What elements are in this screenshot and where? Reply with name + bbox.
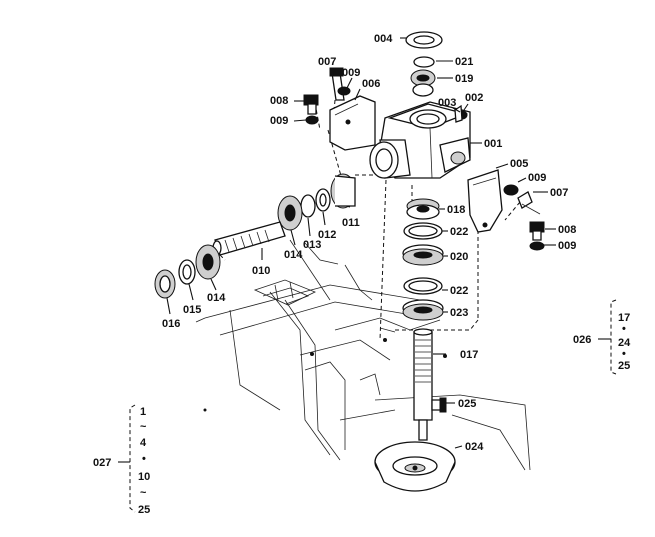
washer-009d	[529, 241, 545, 251]
label-017: 017	[460, 349, 478, 361]
bearing-019	[410, 69, 436, 97]
bracket-group-026: 17 • 24 • 25	[598, 299, 631, 375]
bolt-008b	[529, 221, 545, 241]
label-026: 026	[573, 334, 591, 346]
label-003: 003	[438, 97, 456, 109]
bracket-026-item: 17	[618, 312, 630, 324]
label-014-upper: 014	[284, 249, 303, 261]
bolt-007b	[517, 191, 541, 215]
bracket-006	[329, 95, 376, 151]
bearing-020	[402, 244, 444, 266]
frame-outline	[195, 239, 531, 471]
label-009-lower-right: 009	[558, 240, 576, 252]
label-011: 011	[342, 217, 360, 229]
label-022-upper: 022	[450, 226, 468, 238]
ring-015	[178, 259, 196, 285]
washer-009b	[305, 115, 319, 125]
label-013: 013	[303, 239, 321, 251]
bracket-027-item: 4	[140, 437, 147, 449]
label-002: 002	[465, 92, 483, 104]
label-007-right: 007	[550, 187, 568, 199]
gear-018	[406, 198, 440, 220]
label-004: 004	[374, 33, 393, 45]
bracket-027-item: 10	[138, 471, 150, 483]
leader-lines	[166, 37, 556, 449]
washer-009a	[337, 86, 351, 96]
bearing-014a	[277, 195, 303, 231]
bearing-014b	[195, 244, 221, 280]
label-008-left: 008	[270, 95, 288, 107]
bracket-026-item: 25	[618, 360, 630, 372]
label-022-lower: 022	[450, 285, 468, 297]
bolt-008a	[303, 94, 319, 115]
label-008-right: 008	[558, 224, 576, 236]
label-012: 012	[318, 229, 336, 241]
label-005: 005	[510, 158, 528, 170]
bracket-026-item: 24	[618, 337, 631, 349]
bracket-005	[467, 169, 503, 233]
bracket-027-item: 1	[140, 406, 146, 418]
label-016: 016	[162, 318, 180, 330]
label-018: 018	[447, 204, 465, 216]
gearbox-housing	[369, 101, 471, 179]
label-006: 006	[362, 78, 380, 90]
shaft-017	[413, 328, 433, 441]
label-020: 020	[450, 251, 468, 263]
ring-022b	[403, 277, 443, 295]
label-023: 023	[450, 307, 468, 319]
bolt-025	[431, 397, 447, 413]
ring-022a	[403, 222, 443, 240]
seal-004	[405, 31, 443, 49]
ring-021	[413, 56, 435, 68]
bracket-027-item: ~	[140, 421, 147, 433]
label-001: 001	[484, 138, 502, 150]
ring-013	[300, 194, 316, 218]
label-015: 015	[183, 304, 201, 316]
label-009-left: 009	[270, 115, 288, 127]
label-024: 024	[465, 441, 484, 453]
label-007-top: 007	[318, 56, 336, 68]
bracket-027-item: ~	[140, 487, 147, 499]
label-010: 010	[252, 265, 270, 277]
bracket-group-027: 1 ~ 4 • 10 ~ 25	[118, 404, 150, 516]
label-014-lower: 014	[207, 292, 226, 304]
label-009-top: 009	[342, 67, 360, 79]
label-019: 019	[455, 73, 473, 85]
hub-024	[374, 441, 456, 492]
bearing-023	[402, 299, 444, 321]
bracket-026-item: •	[622, 348, 626, 360]
ring-012	[315, 188, 331, 212]
label-021: 021	[455, 56, 473, 68]
bracket-026-item: •	[622, 323, 626, 335]
seal-016	[154, 269, 176, 299]
bracket-027-item: 25	[138, 504, 150, 516]
shaft-010	[212, 221, 286, 256]
label-027: 027	[93, 457, 111, 469]
callout-labels: 004 021 019 007 009 006 008 003 002 009 …	[93, 33, 591, 469]
washer-009c	[503, 184, 519, 196]
bracket-027-item: •	[142, 453, 146, 465]
bearing-011	[330, 173, 356, 209]
label-025: 025	[458, 398, 476, 410]
label-009-right: 009	[528, 172, 546, 184]
